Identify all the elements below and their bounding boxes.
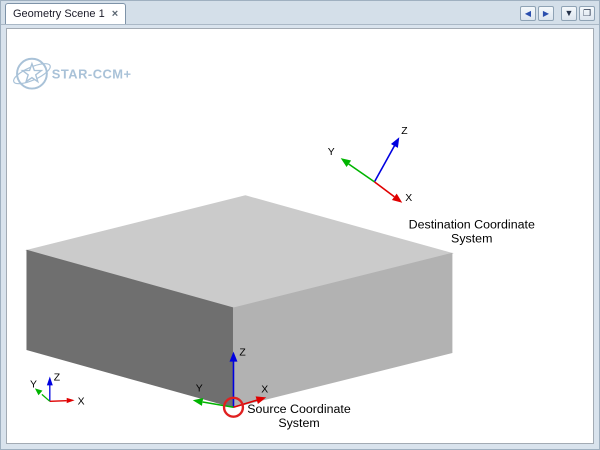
orientation-x-label: X xyxy=(78,396,85,407)
right-arrow-icon: ▶ xyxy=(542,8,550,18)
maximize-icon: ❐ xyxy=(582,8,592,18)
source-x-label: X xyxy=(261,384,268,395)
destination-x-label: X xyxy=(405,193,412,204)
orientation-x-axis xyxy=(49,400,67,402)
source-z-arrowhead-icon xyxy=(229,351,238,362)
logo-circle-icon xyxy=(16,57,48,90)
view-orientation-triad: Z Y X xyxy=(30,372,85,407)
scroll-tabs-left-button[interactable]: ◀ xyxy=(520,6,536,21)
destination-x-arrowhead-icon xyxy=(391,193,403,203)
scene-viewport[interactable]: STAR-CCM+ Z Y X Destination C xyxy=(6,28,594,444)
orientation-y-axis xyxy=(41,393,51,402)
orientation-y-label: Y xyxy=(30,379,37,390)
source-coordinate-triad: Z Y X xyxy=(192,348,268,418)
tab-nav-buttons: ◀ ▶ ▼ ❐ xyxy=(520,6,595,21)
window-shade-button[interactable]: ▼ xyxy=(561,6,577,21)
source-x-arrowhead-icon xyxy=(255,396,267,404)
source-y-axis xyxy=(202,401,234,409)
destination-y-label: Y xyxy=(328,147,335,158)
orientation-z-arrowhead-icon xyxy=(46,376,53,386)
source-annotation: Source Coordinate System xyxy=(247,402,351,430)
destination-coordinate-triad: Z Y X xyxy=(328,126,412,204)
scene-canvas[interactable]: STAR-CCM+ Z Y X Destination C xyxy=(7,29,593,443)
source-y-label: Y xyxy=(196,383,203,394)
destination-y-arrowhead-icon xyxy=(340,158,352,167)
destination-x-axis xyxy=(373,181,395,198)
destination-z-arrowhead-icon xyxy=(390,137,400,148)
origin-highlight-circle xyxy=(222,396,245,418)
orientation-z-label: Z xyxy=(54,372,61,383)
destination-y-axis xyxy=(348,163,375,183)
logo-star-icon xyxy=(20,61,44,84)
source-label-line1: Source Coordinate xyxy=(247,402,351,416)
tab-label: Geometry Scene 1 xyxy=(13,8,105,20)
logo-text: STAR-CCM+ xyxy=(52,67,132,82)
source-label-line2: System xyxy=(278,416,319,430)
destination-label-line2: System xyxy=(451,231,492,245)
destination-label-line1: Destination Coordinate xyxy=(409,218,535,232)
tab-bar: Geometry Scene 1 × ◀ ▶ ▼ ❐ xyxy=(1,1,599,25)
tab-geometry-scene[interactable]: Geometry Scene 1 × xyxy=(5,3,127,24)
maximize-button[interactable]: ❐ xyxy=(579,6,595,21)
source-x-axis xyxy=(233,399,258,409)
orientation-x-arrowhead-icon xyxy=(66,397,75,404)
starccm-watermark-logo: STAR-CCM+ xyxy=(13,57,132,90)
left-arrow-icon: ◀ xyxy=(524,8,532,18)
geometry-block[interactable] xyxy=(25,195,454,408)
destination-z-axis xyxy=(373,144,396,183)
source-z-label: Z xyxy=(239,348,246,359)
destination-annotation: Destination Coordinate System xyxy=(409,218,535,246)
destination-z-label: Z xyxy=(401,126,408,137)
shade-icon: ▼ xyxy=(564,8,574,18)
scroll-tabs-right-button[interactable]: ▶ xyxy=(538,6,554,21)
source-y-arrowhead-icon xyxy=(192,398,204,406)
orientation-y-arrowhead-icon xyxy=(34,388,43,396)
close-icon[interactable]: × xyxy=(111,7,119,20)
